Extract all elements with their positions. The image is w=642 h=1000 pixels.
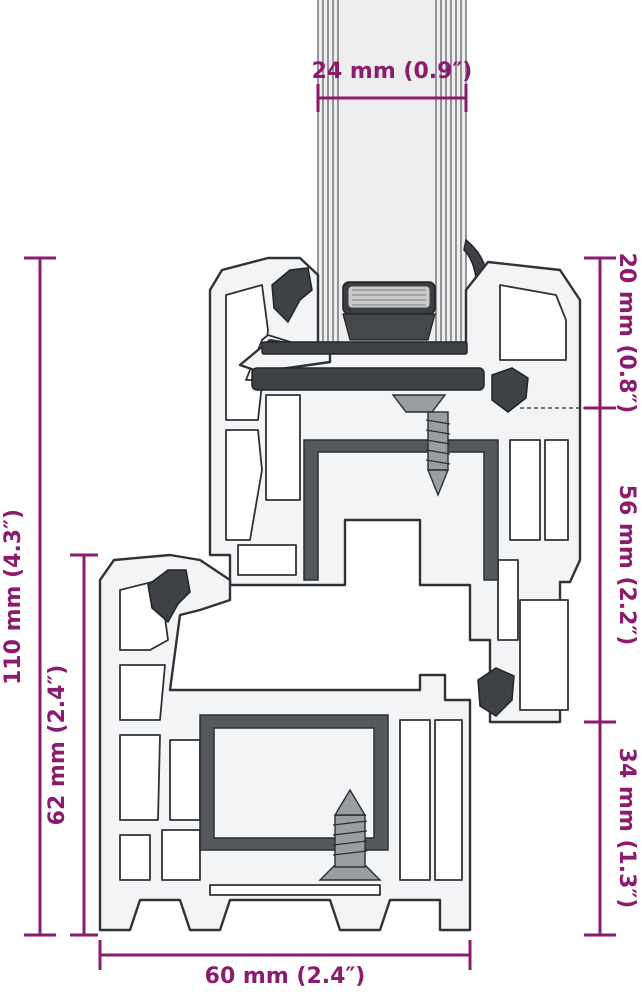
dimension-lines [24,84,616,970]
frame-outer-gasket [477,667,515,717]
total-height-label: 110 mm (4.3″) [1,509,26,685]
sash-inner-gasket [271,267,313,324]
sash-height-label: 56 mm (2.2″) [614,485,639,646]
upper-offset-label: 20 mm (0.8″) [614,253,639,414]
glazing-unit [317,0,489,345]
glass-panes [317,0,467,345]
dimension-labels: 24 mm (0.9″) 110 mm (4.3″) 62 mm (2.4″) … [1,59,639,989]
glass-spacer [342,281,436,341]
lower-offset-label: 34 mm (1.3″) [614,748,639,909]
frame-steel-reinforcement [199,714,389,851]
frame-inner-gasket [147,569,191,624]
frame-depth-label: 60 mm (2.4″) [205,964,366,989]
glass-thickness-label: 24 mm (0.9″) [312,59,473,84]
frame-height-label: 62 mm (2.4″) [45,665,70,826]
sash-outer-gasket [491,367,529,413]
sash-screw [391,394,451,497]
glazing-bead [238,338,485,391]
sash-steel-reinforcement [303,439,499,581]
frame-screw [318,788,382,881]
